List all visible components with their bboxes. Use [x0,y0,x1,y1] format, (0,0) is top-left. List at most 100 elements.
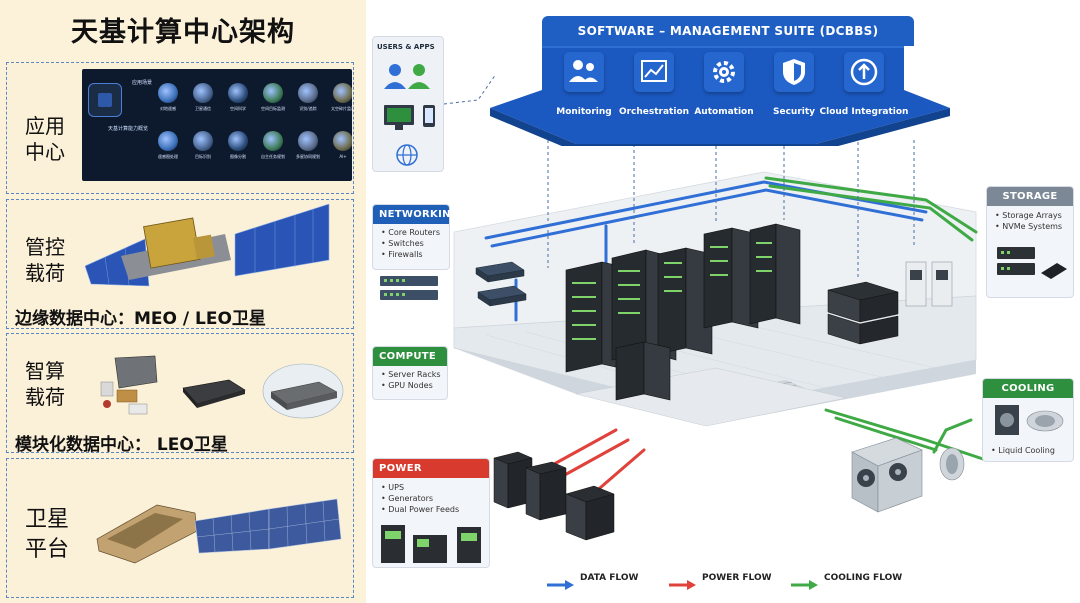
cooling-equipment-icon [995,405,1064,435]
software-module-label: Orchestration [618,107,690,117]
section-payload: 管控 载荷 边缘数据中心：MEO / LEO卫星 [6,199,354,329]
app-tile-image[interactable] [263,131,283,151]
callout-item-text: Dual Power Feeds [388,505,460,514]
software-module-label: Cloud Integration [819,107,909,117]
app-tile-image[interactable] [263,83,283,103]
callout-item: • NVMe Systems [987,221,1073,232]
bullet: • [381,250,389,259]
label-line: 载荷 [25,261,65,285]
wall-cabinets [905,261,953,307]
app-tile-label: AI+ [339,154,347,159]
section-satellite-platform: 卫星 平台 [6,458,354,598]
compute-title: COMPUTE [373,347,447,366]
chart-icon[interactable] [634,52,674,92]
callout-item: • UPS [373,482,489,493]
app-tile-image[interactable] [333,131,352,151]
rack-module-image [262,363,344,419]
callout-item: • Generators [373,493,489,504]
callout-item: • Firewalls [373,249,449,260]
app-tile-label: 对地遥感 [160,106,176,111]
label-line: 应用 [25,114,65,138]
bullet: • [995,222,1003,231]
callout-item-text: GPU Nodes [388,381,433,390]
bullet: • [381,483,389,492]
section-compute-payload: 智算 载荷 模块化数据中心： LEO卫星 [6,333,354,455]
users-apps-title: USERS & APPS [377,43,435,51]
callout-item: • Dual Power Feeds [373,504,489,515]
users-apps-panel: USERS & APPS [372,36,444,172]
networking-items: • Core Routers• Switches• Firewalls [373,224,449,260]
compute-panel: COMPUTE • Server Racks• GPU Nodes [372,346,448,400]
label-line: 中心 [25,140,65,164]
app-tile-label: 空间科学 [230,106,246,111]
section-label: 智算 载荷 [25,358,65,410]
section-subtitle: 边缘数据中心：MEO / LEO卫星 [15,309,266,329]
app-tile-label: 目标识别 [195,154,211,159]
app-tile-label: 空间目标监测 [261,106,285,111]
legend-arrow-icon [668,575,696,590]
app-tile-label: 卫星通信 [195,106,211,111]
cloud-upload-icon[interactable] [844,52,884,92]
app-tile-image[interactable] [158,83,178,103]
bullet: • [381,370,389,379]
cooling-title: COOLING [983,379,1073,398]
callout-item-text: Core Routers [388,228,441,237]
app-tile-image[interactable] [298,131,318,151]
shield-icon[interactable] [774,52,814,92]
cooling-unit [851,437,965,513]
switch-stack-icon [380,276,438,300]
power-equipment-icon [381,525,481,563]
storage-devices-icon [997,247,1067,279]
users-icon[interactable] [564,52,604,92]
power-panel: POWER • UPS• Generators• Dual Power Feed… [372,458,490,568]
callout-item-text: Liquid Cooling [998,446,1055,455]
compute-module-exploded-image [100,355,158,415]
storage-panel: STORAGE • Storage Arrays• NVMe Systems [986,186,1074,298]
app-tile-image[interactable] [228,131,248,151]
callout-item: • GPU Nodes [373,380,447,391]
networking-panel: NETWORKING • Core Routers• Switches• Fir… [372,204,459,270]
networking-title: NETWORKING [373,205,459,224]
section-label: 卫星 平台 [25,505,69,565]
callout-item: • Storage Arrays [987,210,1073,221]
app-row-label: 天基计算能力概览 [108,126,149,132]
power-items: • UPS• Generators• Dual Power Feeds [373,478,489,515]
satellite-image [85,204,330,287]
app-tile-label: 图像分割 [230,154,246,159]
software-module-label: Automation [694,107,754,117]
storage-items: • Storage Arrays• NVMe Systems [987,206,1073,232]
software-module-label: Monitoring [556,107,612,117]
app-tile-image[interactable] [298,83,318,103]
storage-units [827,281,899,345]
bullet: • [991,446,999,455]
panel-title: 天基计算中心架构 [71,17,295,48]
app-tile-image[interactable] [158,131,178,151]
label-line: 平台 [25,537,70,562]
app-tile-image[interactable] [333,83,352,103]
users-icon [384,64,430,89]
callout-item-text: Firewalls [388,250,423,259]
label-line: 智算 [25,359,65,383]
section-label: 管控 载荷 [25,234,65,286]
network-switches [475,261,527,307]
app-tile-label: 太空碎片监测 [331,106,352,111]
bullet: • [381,228,389,237]
software-suite-title: SOFTWARE – MANAGEMENT SUITE (DCBBS) [542,16,914,46]
storage-title: STORAGE [987,187,1073,206]
label-line: 管控 [25,235,65,259]
app-row-label: 应用场景 [132,80,153,86]
compute-items: • Server Racks• GPU Nodes [373,366,447,391]
label-line: 载荷 [25,385,65,409]
app-tile-image[interactable] [193,131,213,151]
legend-arrow-icon [790,575,818,590]
cooling-panel: COOLING • Liquid Cooling [982,378,1074,462]
callout-item-text: UPS [388,483,405,492]
app-tile-image[interactable] [193,83,213,103]
gear-icon[interactable] [704,52,744,92]
legend-label: POWER FLOW [702,573,772,583]
app-tile-image[interactable] [228,83,248,103]
bullet: • [381,505,389,514]
callout-item-text: Switches [388,239,424,248]
software-module-label: Security [772,107,816,117]
